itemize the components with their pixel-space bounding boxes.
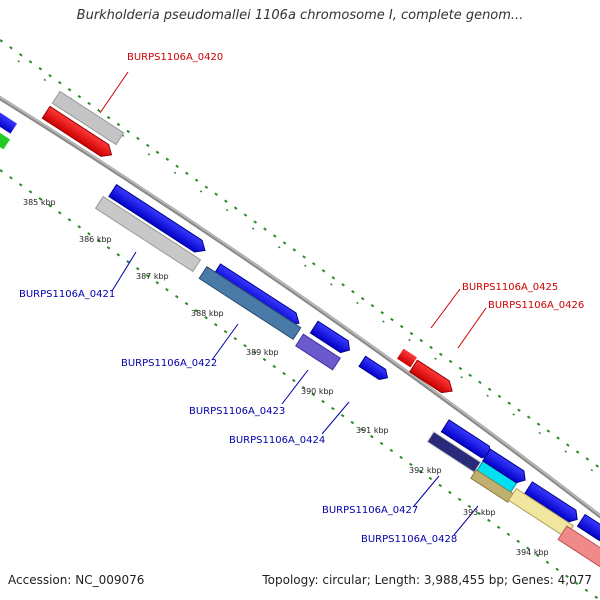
gene-block-0423-blue[interactable] bbox=[309, 320, 353, 356]
map-title: Burkholderia pseudomallei 1106a chromoso… bbox=[76, 8, 524, 23]
gene-block-0425-red[interactable] bbox=[397, 348, 417, 368]
kbp-label: 392 kbp bbox=[409, 466, 442, 475]
callout-lines bbox=[99, 71, 487, 536]
gene-label-0427: BURPS1106A_0427 bbox=[322, 505, 418, 516]
gene-block-blue-c[interactable] bbox=[576, 513, 600, 544]
outer-tick-ring bbox=[0, 39, 600, 477]
kbp-label: 391 kbp bbox=[356, 426, 389, 435]
kbp-label: 385 kbp bbox=[23, 198, 56, 207]
gene-block-0424-blue[interactable] bbox=[358, 355, 391, 382]
gene-block-0421-blue[interactable] bbox=[108, 184, 209, 257]
gene-label-0422: BURPS1106A_0422 bbox=[121, 358, 217, 369]
accession-text: Accession: NC_009076 bbox=[8, 573, 145, 587]
gene-label-0426: BURPS1106A_0426 bbox=[488, 300, 584, 311]
gene-block-0427-navy[interactable] bbox=[426, 431, 482, 473]
gene-block-0422-steel[interactable] bbox=[198, 265, 302, 341]
kbp-label: 389 kbp bbox=[246, 348, 279, 357]
kbp-labels: 385 kbp 386 kbp 387 kbp 388 kbp 389 kbp … bbox=[23, 198, 549, 557]
kbp-label: 388 kbp bbox=[191, 309, 224, 318]
gene-block-0426-red[interactable] bbox=[409, 359, 456, 397]
kbp-label: 393 kbp bbox=[463, 508, 496, 517]
genome-summary-text: Topology: circular; Length: 3,988,455 bp… bbox=[262, 573, 592, 587]
kbp-label: 386 kbp bbox=[79, 235, 112, 244]
gene-block-0423-purple[interactable] bbox=[295, 333, 341, 371]
kbp-label: 390 kbp bbox=[301, 387, 334, 396]
gene-label-0424: BURPS1106A_0424 bbox=[229, 435, 325, 446]
gene-label-0425: BURPS1106A_0425 bbox=[462, 282, 558, 293]
gene-block-blue-a[interactable] bbox=[482, 448, 529, 486]
kbp-label: 394 kbp bbox=[516, 548, 549, 557]
gene-block-edge-blue[interactable] bbox=[0, 105, 18, 134]
gene-label-0420: BURPS1106A_0420 bbox=[127, 52, 223, 63]
gene-labels[interactable]: BURPS1106A_0420 BURPS1106A_0421 BURPS110… bbox=[19, 52, 584, 545]
gene-label-0428: BURPS1106A_0428 bbox=[361, 534, 457, 545]
kbp-label: 387 kbp bbox=[136, 272, 169, 281]
gene-block-0421-gray[interactable] bbox=[94, 195, 202, 273]
gene-label-0423: BURPS1106A_0423 bbox=[189, 406, 285, 417]
gene-block-0420-red[interactable] bbox=[41, 105, 115, 160]
gene-block-blue-b[interactable] bbox=[524, 481, 581, 525]
chromosome-backbone bbox=[0, 95, 600, 519]
gene-block-edge-green[interactable] bbox=[0, 124, 10, 150]
gene-block-0420-gray[interactable] bbox=[51, 90, 125, 146]
gene-label-0421: BURPS1106A_0421 bbox=[19, 289, 115, 300]
